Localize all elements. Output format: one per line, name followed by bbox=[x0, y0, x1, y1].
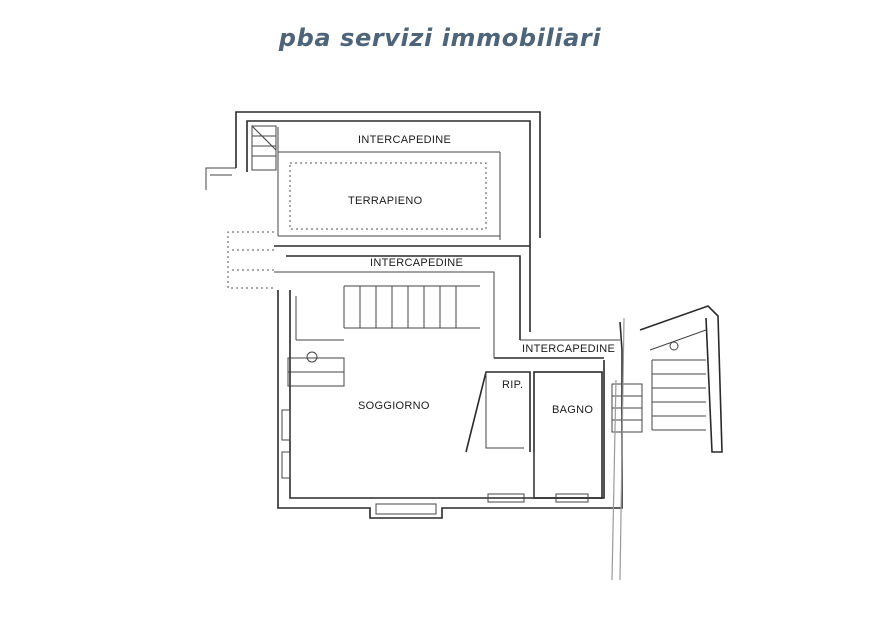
staircase-central bbox=[343, 285, 480, 329]
staircase-right bbox=[611, 305, 723, 453]
label-intercapedine-right: INTERCAPEDINE bbox=[522, 343, 615, 355]
grey-reference-lines bbox=[611, 317, 625, 581]
label-rip: RIP. bbox=[502, 379, 523, 391]
middle-strip-walls bbox=[227, 231, 531, 358]
bottom-windows bbox=[281, 409, 589, 515]
rip-bagno-walls bbox=[465, 371, 603, 499]
label-soggiorno: SOGGIORNO bbox=[358, 400, 430, 412]
label-intercapedine-middle: INTERCAPEDINE bbox=[370, 257, 463, 269]
label-intercapedine-top: INTERCAPEDINE bbox=[358, 134, 451, 146]
label-terrapieno: TERRAPIENO bbox=[348, 195, 423, 207]
staircase-top-left bbox=[251, 125, 277, 171]
top-block-walls bbox=[205, 111, 541, 246]
terrapieno-boundary bbox=[289, 162, 487, 230]
brand-title: pba servizi immobiliari bbox=[278, 24, 602, 52]
label-bagno: BAGNO bbox=[552, 404, 593, 416]
